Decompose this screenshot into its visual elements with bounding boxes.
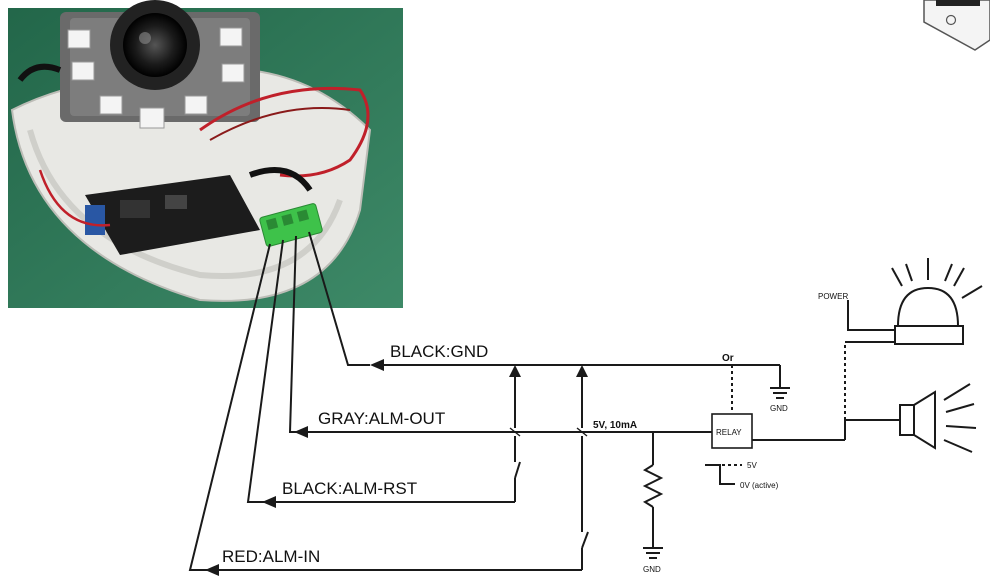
label-gnd-bottom: GND: [643, 565, 661, 574]
input-switch: [576, 365, 589, 570]
alm-out-arrow: [294, 426, 308, 438]
label-black-alm-rst: BLACK:ALM-RST: [282, 479, 417, 498]
label-relay: RELAY: [716, 428, 742, 437]
label-red-alm-in: RED:ALM-IN: [222, 547, 320, 566]
label-5v: 5V: [747, 461, 757, 470]
camera-photo: [8, 0, 403, 308]
alm-rst-arrow: [262, 496, 276, 508]
pullup-resistor: [642, 432, 664, 559]
logic-level-indicator: [705, 464, 742, 485]
terminal-block: [259, 203, 323, 247]
label-0v-active: 0V (active): [740, 481, 779, 490]
label-black-gnd: BLACK:GND: [390, 342, 488, 361]
gnd-symbol-top: [770, 365, 790, 399]
warning-light-icon: [891, 258, 983, 345]
label-or: Or: [722, 353, 734, 364]
alm-in-arrow: [205, 564, 219, 576]
speaker-icon: [899, 383, 977, 453]
output-wiring: [844, 300, 900, 440]
label-power: POWER: [818, 292, 848, 301]
terminal-wires: [188, 231, 370, 571]
label-gray-alm-out: GRAY:ALM-OUT: [318, 409, 445, 428]
relay: [711, 413, 845, 449]
signal-lines: [205, 359, 780, 576]
label-current: 5V, 10mA: [593, 420, 637, 431]
reset-switch: [509, 365, 521, 502]
mount-bracket: [923, 0, 990, 51]
gnd-arrow: [370, 359, 384, 371]
label-gnd-top: GND: [770, 404, 788, 413]
